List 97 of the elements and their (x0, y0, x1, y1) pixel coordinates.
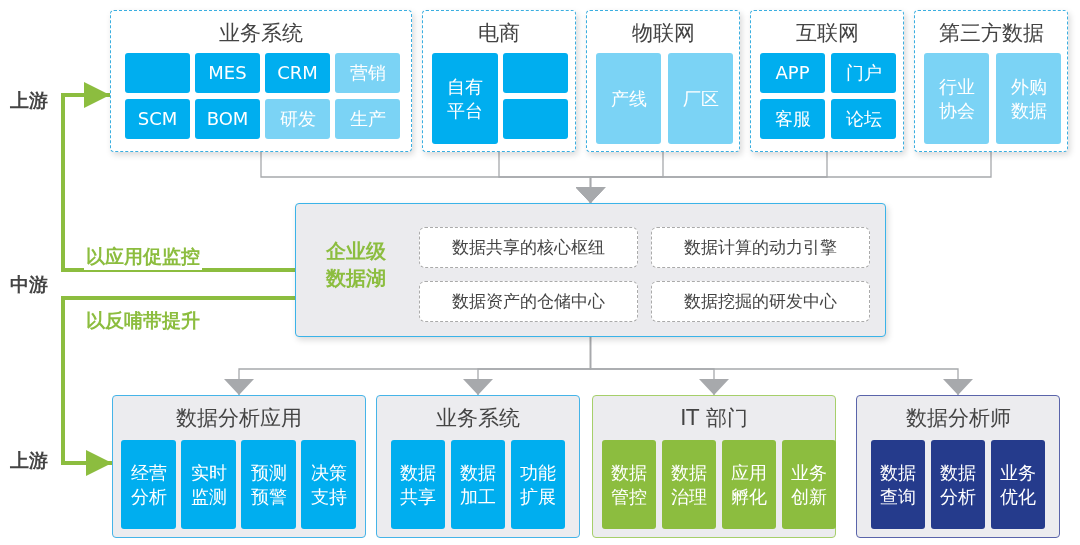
system-tile (760, 53, 825, 93)
tile-label: 研发 (279, 107, 316, 131)
function-box (651, 227, 870, 268)
system-tile (265, 99, 330, 139)
system-tile (391, 440, 445, 529)
tile-label: 应用孵化 (730, 461, 768, 508)
system-tile (121, 440, 176, 529)
tile-label: 数据加工 (459, 461, 497, 508)
group-title: 业务系统 (435, 405, 521, 432)
tile-label: 行业协会 (937, 75, 976, 122)
tile-label: BOM (206, 107, 249, 131)
lake-title: 企业级数据湖 (326, 238, 387, 292)
system-tile (831, 99, 896, 139)
tile-label: 门户 (845, 61, 882, 85)
tile-label: 业务创新 (790, 461, 828, 508)
consumer-group-panel (856, 395, 1060, 538)
group-title: 业务系统 (218, 20, 304, 47)
group-title: IT 部门 (679, 405, 749, 432)
tile-label: 生产 (349, 107, 386, 131)
tile-label: 外购数据 (1009, 75, 1048, 122)
tile-label: 业务优化 (999, 461, 1037, 508)
tile-label: 论坛 (845, 107, 882, 131)
tile-label: APP (775, 61, 810, 85)
tile-label: 实时监测 (189, 461, 228, 508)
system-tile (265, 53, 330, 93)
edge-label: 以反哺带提升 (84, 308, 202, 334)
system-tile (662, 440, 716, 529)
system-tile (181, 440, 236, 529)
connector-arrow (61, 82, 295, 272)
function-box (651, 281, 870, 322)
system-tile (602, 440, 656, 529)
system-tile (931, 440, 985, 529)
consumer-group-panel (376, 395, 580, 538)
connector-arrow (61, 296, 295, 476)
system-tile (195, 99, 260, 139)
tile-label: 数据挖掘的研发中心 (684, 290, 837, 313)
source-group-panel (586, 10, 740, 152)
tile-label: CRM (277, 61, 318, 85)
function-box (419, 281, 638, 322)
system-tile (241, 440, 296, 529)
tile-label: 功能扩展 (519, 461, 557, 508)
connector-arrow (575, 151, 992, 204)
system-tile (511, 440, 565, 529)
tile-label: 自有平台 (446, 75, 484, 122)
tile-label: 数据共享的核心枢纽 (452, 236, 605, 259)
tile-label: 数据管控 (610, 461, 648, 508)
tile-label: SCM (137, 107, 178, 131)
blank-tile (125, 53, 190, 93)
system-tile (335, 53, 400, 93)
source-group-panel (914, 10, 1068, 152)
tile-label: 数据资产的仓储中心 (452, 290, 605, 313)
system-tile (125, 99, 190, 139)
connector-arrow (589, 336, 973, 396)
group-title: 物联网 (630, 20, 696, 47)
tile-label: 营销 (349, 61, 386, 85)
tile-label: 客服 (774, 107, 811, 131)
system-tile (335, 99, 400, 139)
blank-tile (503, 99, 568, 139)
data-lake-panel (295, 203, 886, 337)
group-title: 第三方数据 (937, 20, 1045, 47)
system-tile (871, 440, 925, 529)
system-tile (722, 440, 776, 529)
group-title: 数据分析师 (904, 405, 1012, 432)
tile-label: 数据分析 (939, 461, 977, 508)
group-title: 互联网 (794, 20, 860, 47)
tile-label: 数据治理 (670, 461, 708, 508)
tile-label: 数据查询 (879, 461, 917, 508)
tile-label: 产线 (610, 86, 647, 111)
source-group-panel (750, 10, 904, 152)
system-tile (760, 99, 825, 139)
system-tile (195, 53, 260, 93)
system-tile (596, 53, 661, 144)
group-title: 数据分析应用 (175, 405, 303, 432)
tile-label: 决策支持 (309, 461, 348, 508)
system-tile (996, 53, 1061, 144)
consumer-group-panel (592, 395, 836, 538)
system-tile (432, 53, 498, 144)
system-tile (782, 440, 836, 529)
group-title: 电商 (477, 20, 521, 47)
system-tile (991, 440, 1045, 529)
system-tile (301, 440, 356, 529)
blank-tile (503, 53, 568, 93)
tile-label: 预测预警 (249, 461, 288, 508)
tile-label: 数据计算的动力引擎 (684, 236, 837, 259)
system-tile (831, 53, 896, 93)
consumer-group-panel (112, 395, 366, 538)
system-tile (924, 53, 989, 144)
tile-label: MES (208, 61, 247, 85)
tile-label: 数据共享 (399, 461, 437, 508)
function-box (419, 227, 638, 268)
edge-label: 以应用促监控 (84, 244, 202, 270)
source-group-panel (110, 10, 412, 152)
source-group-panel (422, 10, 576, 152)
system-tile (451, 440, 505, 529)
system-tile (668, 53, 733, 144)
tile-label: 经营分析 (129, 461, 168, 508)
tile-label: 厂区 (682, 86, 719, 111)
